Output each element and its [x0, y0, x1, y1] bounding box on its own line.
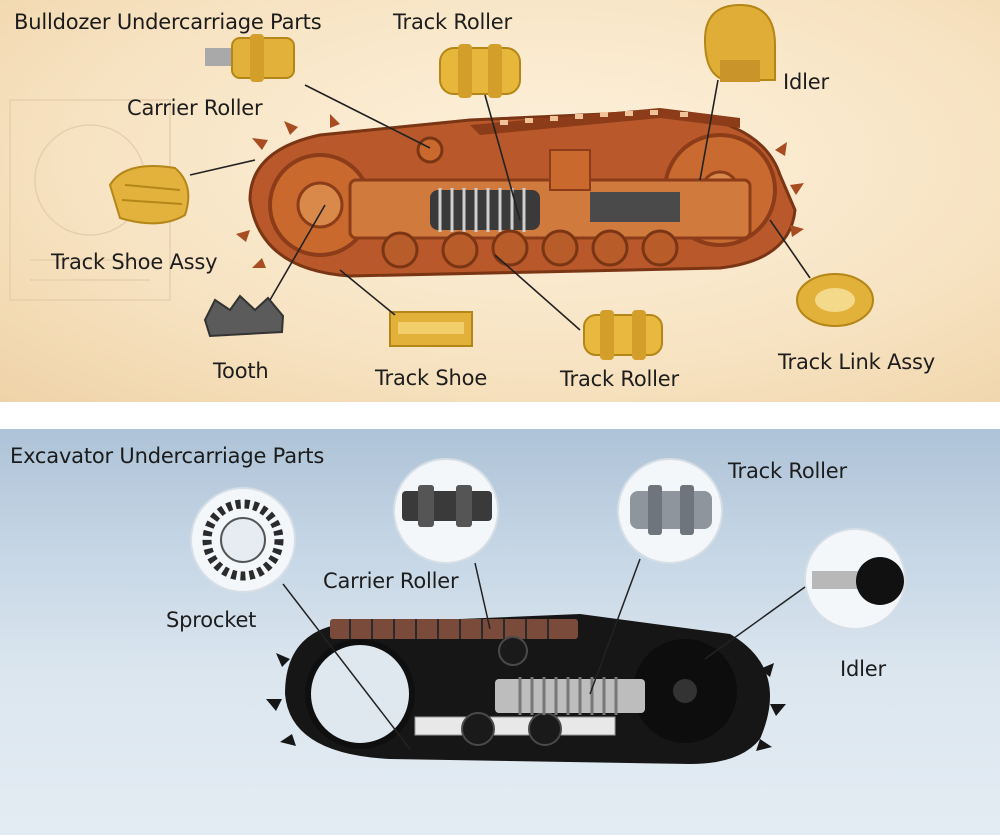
excavator-panel: Excavator Undercarriage Parts Track Roll…: [0, 429, 1000, 835]
bulldozer-undercarriage: [236, 108, 804, 278]
label-excavator-carrier-roller: Carrier Roller: [323, 569, 459, 593]
label-excavator-sprocket: Sprocket: [166, 608, 257, 632]
label-excavator-idler: Idler: [840, 657, 886, 681]
excavator-leader-lines: [282, 558, 806, 750]
label-track-shoe-assy: Track Shoe Assy: [51, 250, 218, 274]
idler-callout: [804, 528, 906, 630]
leader-lines: [189, 79, 811, 331]
excavator-undercarriage: [266, 614, 786, 764]
track-roller-callout: [617, 458, 723, 564]
track-shoe-assy-part: [108, 165, 190, 225]
excavator-title: Excavator Undercarriage Parts: [10, 444, 325, 468]
sprocket-callout: [190, 487, 296, 593]
label-track-link-assy: Track Link Assy: [778, 350, 935, 374]
carrier-roller-callout: [393, 458, 499, 564]
bulldozer-diagram: [9, 3, 874, 360]
excavator-diagram: [190, 458, 906, 764]
bulldozer-title: Bulldozer Undercarriage Parts: [14, 10, 322, 34]
track-shoe-part: [389, 311, 473, 347]
idler-part: [703, 3, 776, 82]
track-roller-top-part: [439, 44, 521, 98]
label-track-shoe: Track Shoe: [375, 366, 488, 390]
label-idler: Idler: [783, 70, 829, 94]
track-roller-bottom-part: [583, 310, 663, 360]
label-track-roller-bottom: Track Roller: [560, 367, 679, 391]
bulldozer-panel: Bulldozer Undercarriage Parts Track Roll…: [0, 0, 1000, 402]
label-excavator-track-roller: Track Roller: [728, 459, 847, 483]
carrier-roller-part: [205, 34, 295, 82]
label-tooth: Tooth: [213, 359, 269, 383]
tooth-part: [203, 294, 285, 338]
panel-divider: [0, 402, 1000, 429]
label-carrier-roller: Carrier Roller: [127, 96, 263, 120]
track-link-assy-part: [796, 273, 874, 327]
label-track-roller-top: Track Roller: [393, 10, 512, 34]
